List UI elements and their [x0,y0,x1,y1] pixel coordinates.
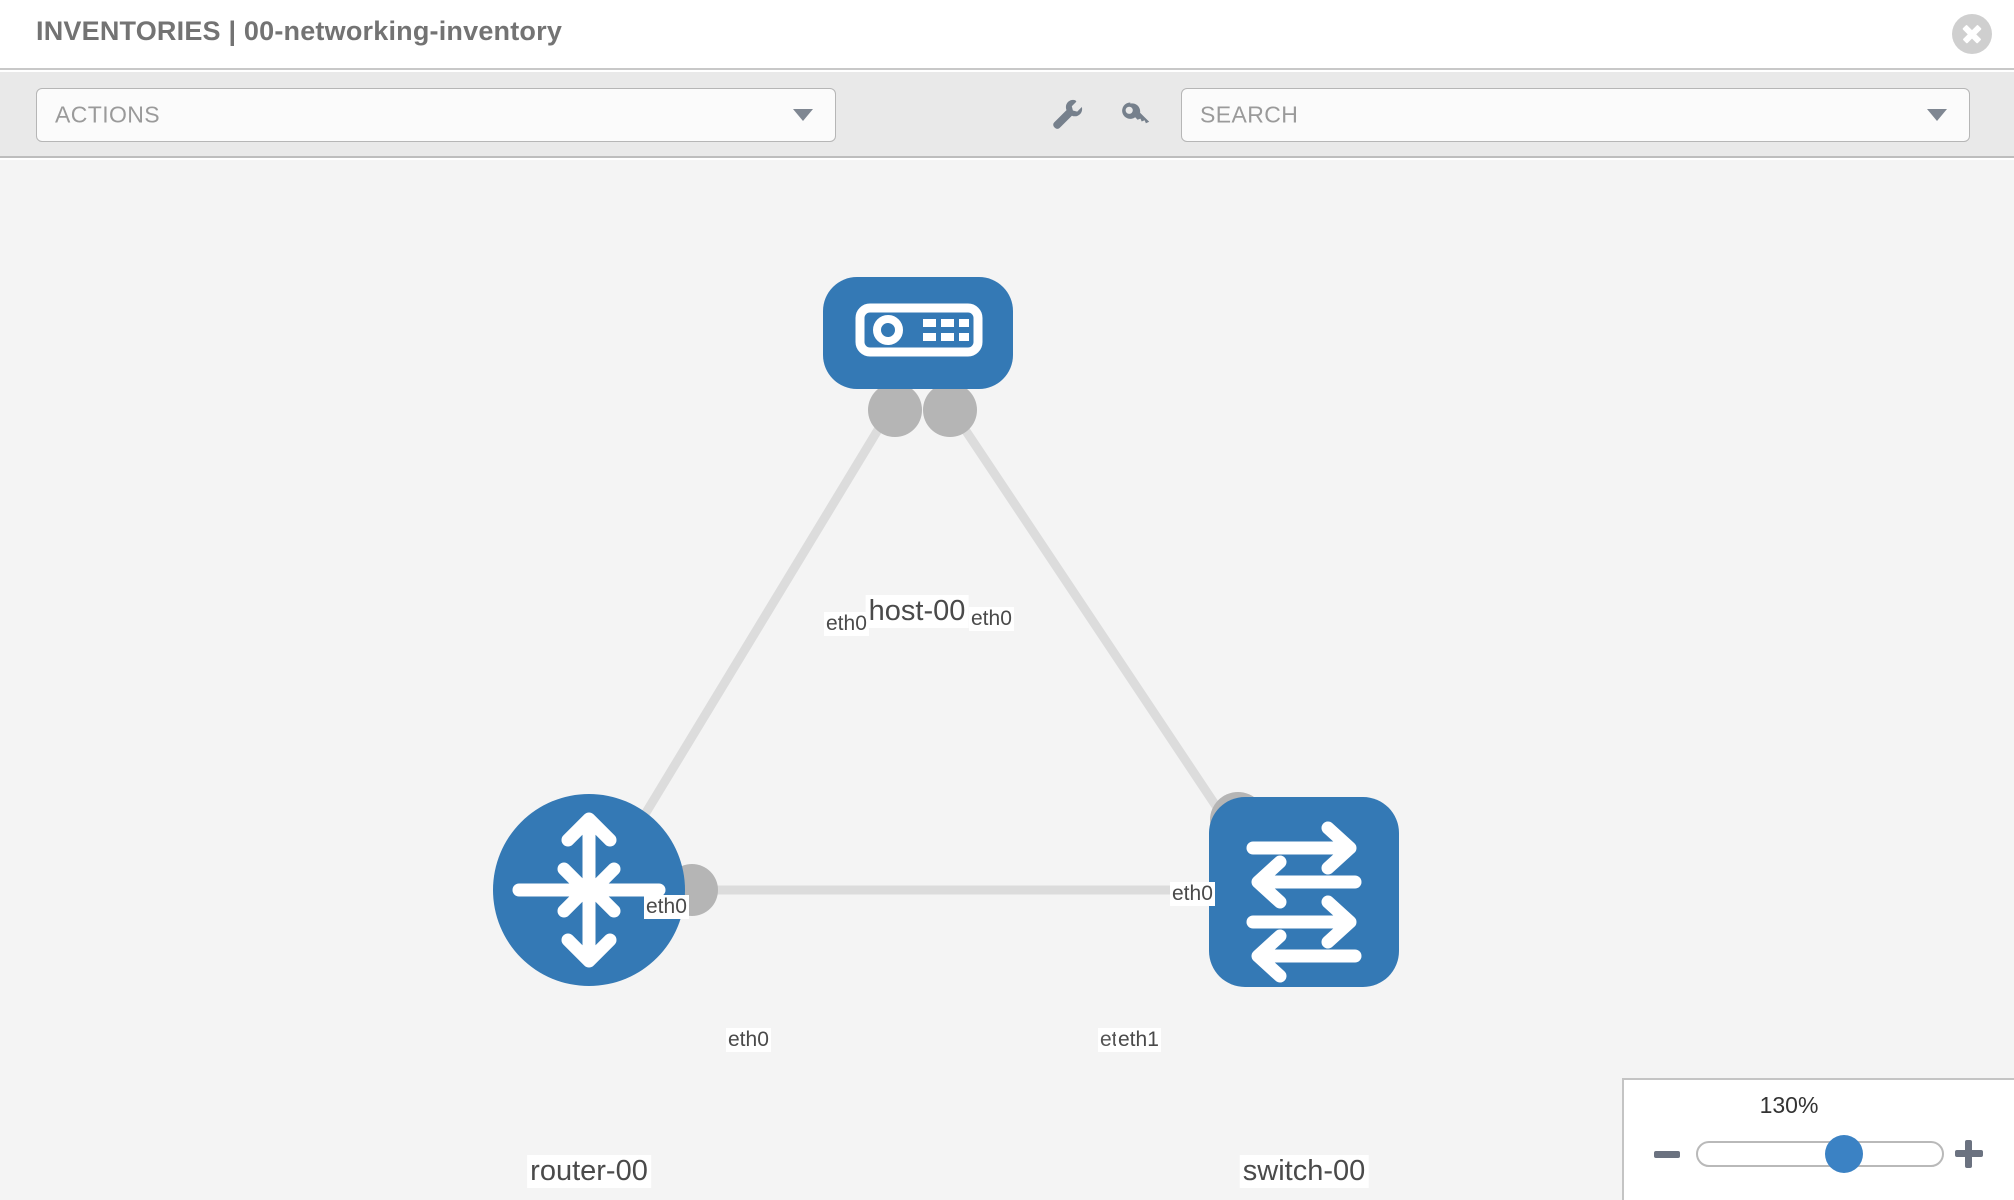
search-placeholder: SEARCH [1200,101,1299,128]
plus-icon[interactable] [1954,1139,1984,1169]
link-host00-switch00[interactable] [948,407,1256,863]
node-label-router-00: router-00 [527,1155,651,1188]
iface-label-host00-left: eth0 [824,612,869,636]
chevron-down-icon [793,109,813,121]
iface-label-router00-eth0: eth0 [726,1028,771,1052]
node-host-00[interactable] [823,277,1013,389]
node-label-switch-00: switch-00 [1239,1155,1369,1188]
actions-dropdown-label: ACTIONS [55,101,161,128]
chevron-down-icon [1927,109,1947,121]
topology-graph [493,277,1399,987]
topology-links [606,407,1256,895]
key-icon[interactable] [1116,96,1154,134]
toolbar: ACTIONS SEARCH [0,72,2014,158]
wrench-icon[interactable] [1048,96,1086,134]
actions-dropdown[interactable]: ACTIONS [36,88,836,142]
zoom-slider-thumb[interactable] [1825,1135,1864,1173]
link-host00-router00[interactable] [606,407,894,875]
endpoint-host00-eth0-left[interactable] [868,383,922,437]
iface-label-switch00-eth1: eth1 [1116,1028,1161,1052]
iface-label-router00-up: eth0 [644,895,689,919]
topology-canvas[interactable]: host-00 router-00 switch-00 eth0 eth0 et… [0,160,2014,1200]
node-router-00[interactable] [493,794,685,986]
zoom-percent-label: 130% [1759,1092,1819,1118]
endpoint-host00-eth0-right[interactable] [923,383,977,437]
minus-icon[interactable] [1652,1139,1682,1169]
page-header: INVENTORIES | 00-networking-inventory [0,0,2014,70]
zoom-slider[interactable] [1696,1135,1944,1173]
iface-label-host00-right: eth0 [969,607,1014,631]
topology-endpoints [666,383,1266,918]
node-switch-00[interactable] [1209,797,1399,987]
zoom-slider-row [1624,1132,2014,1176]
node-label-host-00: host-00 [865,595,969,628]
iface-label-switch00-up: eth0 [1170,882,1215,906]
zoom-control-panel: 130% [1622,1078,2014,1200]
close-icon[interactable] [1952,14,1992,54]
search-input[interactable]: SEARCH [1181,88,1970,142]
page-title: INVENTORIES | 00-networking-inventory [36,16,563,46]
